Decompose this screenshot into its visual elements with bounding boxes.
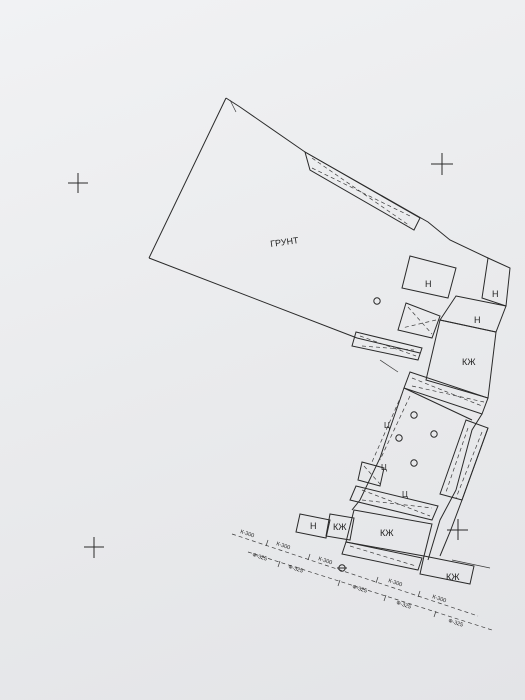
building-kzh-main [425, 319, 497, 399]
f325-label: Ф-325 [251, 552, 267, 562]
label-c1: Ц [384, 421, 390, 430]
tree-marker-icon [410, 411, 418, 419]
f325-label: Ф-325 [447, 618, 463, 628]
parcel-n-square [401, 255, 457, 299]
hatched-block-small [397, 302, 441, 339]
parcel-bottom-n [295, 513, 331, 539]
grid-cross-icon [68, 173, 88, 193]
label-c2: Ц [381, 463, 387, 472]
k300-label: К-300 [239, 529, 254, 539]
utility-tick-marks [265, 539, 437, 618]
parcel-bottom-kzh-left [325, 513, 355, 541]
grid-cross-icon [84, 537, 104, 558]
building-strip-top [304, 150, 421, 231]
k300-label: К-300 [317, 556, 332, 566]
k300-label: К-300 [431, 594, 446, 604]
grid-cross-icon [431, 153, 453, 175]
courtyard-outline [351, 387, 483, 561]
k300-label: К-300 [387, 578, 402, 588]
tree-marker-icon [395, 434, 403, 442]
utility-line-k300 [231, 533, 479, 617]
f325-label: Ф-325 [395, 600, 411, 610]
label-kzh-bottom-center: КЖ [380, 528, 394, 538]
label-n-bottom: Н [310, 521, 317, 531]
k300-label: К-300 [275, 541, 290, 551]
label-n-square: Н [425, 279, 432, 289]
utility-line-f325 [247, 551, 493, 631]
tree-marker-icon [410, 459, 418, 467]
hatched-block-lower [349, 461, 439, 521]
ground-label: ГРУНТ [270, 235, 300, 249]
label-n-right-top: Н [492, 289, 499, 299]
hatched-strip-bottom [341, 541, 423, 571]
grid-cross-marks [68, 153, 468, 558]
tree-marker-icon [430, 430, 438, 438]
parcel-bottom-kzh-right [419, 555, 491, 585]
label-kzh-bottom-left: КЖ [333, 522, 347, 532]
f325-label: Ф-325 [287, 564, 303, 574]
tree-marker-icon [373, 297, 381, 305]
tree-markers [337, 297, 438, 572]
label-kzh-main: КЖ [462, 357, 476, 367]
label-kzh-bottom-right: КЖ [446, 572, 460, 582]
label-c3: Ц [402, 490, 408, 499]
hatched-building-right [439, 419, 489, 557]
grid-cross-icon [447, 519, 468, 540]
f325-label: Ф-325 [351, 584, 367, 594]
label-n-right-mid: Н [474, 315, 481, 325]
hatched-strip-left [351, 331, 423, 373]
